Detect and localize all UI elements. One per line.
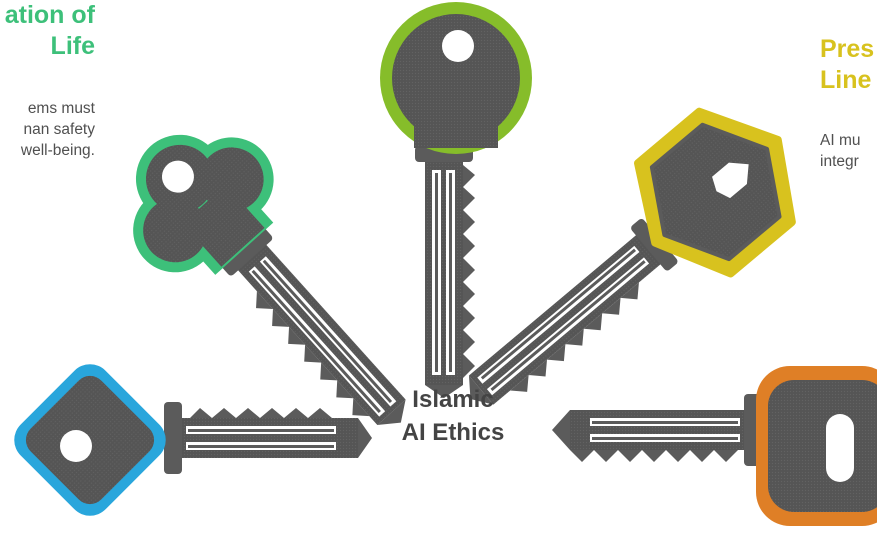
key-upper-right-bow	[634, 107, 796, 278]
top-left-title-line2: Life	[50, 32, 95, 60]
key-upper-right	[468, 107, 796, 405]
key-top-center-hole	[442, 30, 474, 62]
center-label: Islamic AI Ethics	[388, 383, 518, 449]
center-label-line2: AI Ethics	[401, 419, 505, 446]
key-lower-left-bow	[14, 364, 166, 516]
key-top-center	[380, 2, 532, 398]
key-lower-right	[552, 366, 877, 526]
key-lower-left-collar	[164, 402, 182, 474]
key-lower-right-shaft	[552, 410, 750, 462]
top-right-title-line1: Pres	[820, 35, 875, 63]
center-label-line1: Islamic	[412, 386, 494, 413]
key-lower-left-shaft	[178, 408, 372, 458]
key-upper-right-hole	[712, 162, 749, 199]
key-upper-right-shaft	[468, 234, 662, 405]
key-lower-right-bow	[756, 366, 877, 526]
key-upper-left-bow	[133, 134, 274, 275]
top-left-desc-line: ems must	[27, 100, 95, 117]
key-lower-left	[14, 364, 372, 516]
key-lower-right-hole	[826, 414, 854, 482]
key-top-center-shaft	[425, 160, 475, 398]
key-top-center-bow	[380, 2, 532, 154]
top-right-desc-line: integr	[820, 153, 859, 170]
key-lower-left-hole	[60, 430, 92, 462]
top-right-title: Pres Line	[820, 34, 874, 96]
top-left-description: ems must nan safety well-being.	[21, 98, 95, 161]
key-upper-left	[133, 134, 406, 425]
top-right-desc-line: AI mu	[820, 132, 861, 149]
top-right-description: AI mu integr	[820, 130, 860, 172]
key-upper-left-collar	[221, 228, 273, 276]
top-left-desc-line: nan safety	[23, 121, 95, 138]
top-right-title-line2: Line	[820, 66, 872, 94]
top-left-title-line1: ation of	[4, 1, 95, 29]
key-upper-left-shaft	[236, 243, 406, 425]
top-left-title: ation of Life	[5, 0, 95, 62]
key-upper-left-hole	[161, 160, 194, 193]
top-left-desc-line: well-being.	[20, 142, 95, 159]
